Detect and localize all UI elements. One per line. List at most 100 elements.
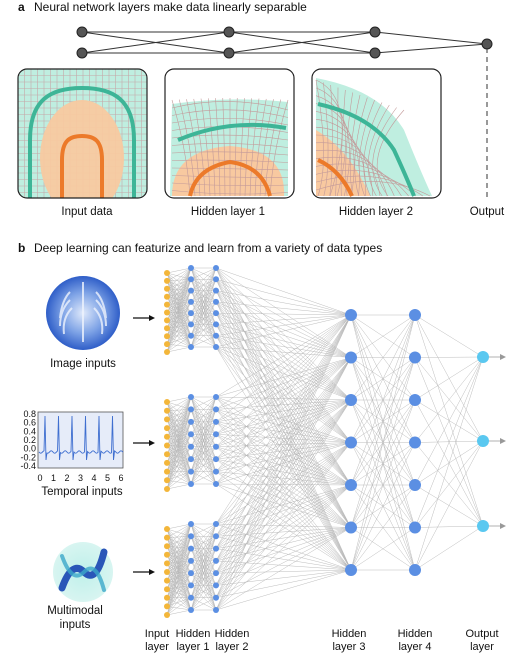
hidden-layer-2-plot bbox=[311, 68, 442, 199]
edge bbox=[215, 484, 352, 611]
edge bbox=[215, 279, 352, 316]
edge bbox=[166, 585, 192, 607]
edge bbox=[166, 572, 192, 598]
hidden4-node bbox=[409, 351, 421, 364]
edge bbox=[215, 527, 352, 537]
edge bbox=[166, 267, 192, 282]
warped-grid-line bbox=[315, 142, 388, 197]
edge bbox=[215, 314, 352, 336]
edge bbox=[215, 434, 352, 571]
edge bbox=[215, 399, 352, 410]
edge bbox=[215, 399, 352, 549]
y-tick-label: 0.4 bbox=[23, 426, 36, 436]
output-arrow-head bbox=[500, 438, 506, 444]
edge bbox=[215, 357, 352, 574]
edge bbox=[166, 320, 192, 325]
edge bbox=[215, 560, 352, 571]
x-tick-label: 2 bbox=[64, 473, 69, 483]
edge bbox=[215, 290, 352, 443]
edge bbox=[166, 301, 192, 305]
x-tick-label: 1 bbox=[51, 473, 56, 483]
input-node bbox=[164, 586, 170, 593]
edge bbox=[166, 523, 192, 573]
input-node bbox=[164, 309, 170, 316]
layer-label-input: Input bbox=[145, 628, 169, 640]
edge bbox=[190, 396, 217, 472]
edge bbox=[166, 290, 192, 353]
edge bbox=[166, 563, 192, 586]
edge bbox=[166, 548, 192, 598]
edge bbox=[166, 304, 192, 325]
input-node bbox=[164, 301, 170, 308]
mini-net-node bbox=[369, 47, 381, 59]
hidden1-node bbox=[188, 321, 194, 328]
mini-net-node bbox=[223, 26, 235, 38]
edge bbox=[215, 267, 352, 358]
hidden-layer-1-plot bbox=[164, 68, 295, 199]
hidden2-node bbox=[213, 276, 219, 283]
edge bbox=[166, 301, 192, 337]
edge bbox=[166, 409, 192, 472]
edge bbox=[166, 523, 192, 530]
warped-grid-line bbox=[171, 109, 289, 118]
panel-b-letter: b bbox=[18, 241, 25, 255]
warped-grid-line bbox=[349, 94, 361, 197]
edge bbox=[350, 314, 416, 571]
edge bbox=[215, 458, 352, 528]
edge bbox=[166, 396, 192, 411]
edge bbox=[215, 301, 352, 316]
edge bbox=[215, 399, 352, 611]
warped-grid-line bbox=[171, 182, 289, 186]
edge bbox=[166, 548, 192, 616]
edge bbox=[166, 580, 192, 586]
warped-grid-line bbox=[171, 117, 289, 126]
edge bbox=[215, 527, 352, 574]
warped-grid-line bbox=[234, 98, 238, 197]
y-tick-label: 0.6 bbox=[23, 418, 36, 428]
edge bbox=[215, 442, 352, 537]
edge bbox=[166, 523, 192, 598]
hidden4-node bbox=[409, 394, 421, 406]
warped-grid-line bbox=[367, 104, 390, 197]
edge bbox=[166, 471, 192, 490]
hidden3-node bbox=[345, 479, 357, 491]
hidden4-node bbox=[409, 436, 421, 449]
warped-grid-line bbox=[335, 87, 339, 197]
input-node bbox=[164, 468, 170, 475]
xray-image-icon bbox=[46, 276, 120, 350]
label-input-data: Input data bbox=[61, 206, 113, 218]
edge bbox=[215, 290, 352, 401]
hidden1-node bbox=[188, 607, 194, 613]
hidden4-node bbox=[409, 521, 421, 534]
input-node bbox=[164, 407, 170, 414]
edge bbox=[215, 399, 352, 423]
mini-net-node bbox=[369, 26, 381, 38]
edge bbox=[190, 396, 217, 460]
edge bbox=[215, 399, 352, 435]
hidden1-node bbox=[188, 310, 194, 317]
warped-grid-line bbox=[315, 126, 374, 197]
edge bbox=[166, 396, 192, 429]
edge bbox=[190, 324, 217, 348]
input-node bbox=[164, 317, 170, 324]
edge bbox=[215, 421, 352, 528]
edge bbox=[215, 399, 352, 574]
edge bbox=[215, 442, 352, 586]
warped-grid-line bbox=[186, 99, 201, 197]
input-node bbox=[164, 285, 170, 292]
y-tick-label: 0.0 bbox=[23, 444, 36, 454]
edge bbox=[215, 357, 352, 598]
edge bbox=[166, 279, 192, 337]
edge bbox=[215, 399, 352, 562]
edge bbox=[166, 312, 192, 337]
x-tick-label: 3 bbox=[78, 473, 83, 483]
edge bbox=[166, 609, 192, 616]
edge bbox=[166, 523, 192, 547]
edge bbox=[166, 396, 192, 446]
mini-net-node bbox=[481, 38, 493, 50]
warped-grid-line bbox=[171, 197, 289, 198]
edge bbox=[166, 335, 192, 345]
edge bbox=[215, 399, 352, 537]
edge bbox=[166, 580, 192, 598]
edge bbox=[166, 585, 192, 598]
